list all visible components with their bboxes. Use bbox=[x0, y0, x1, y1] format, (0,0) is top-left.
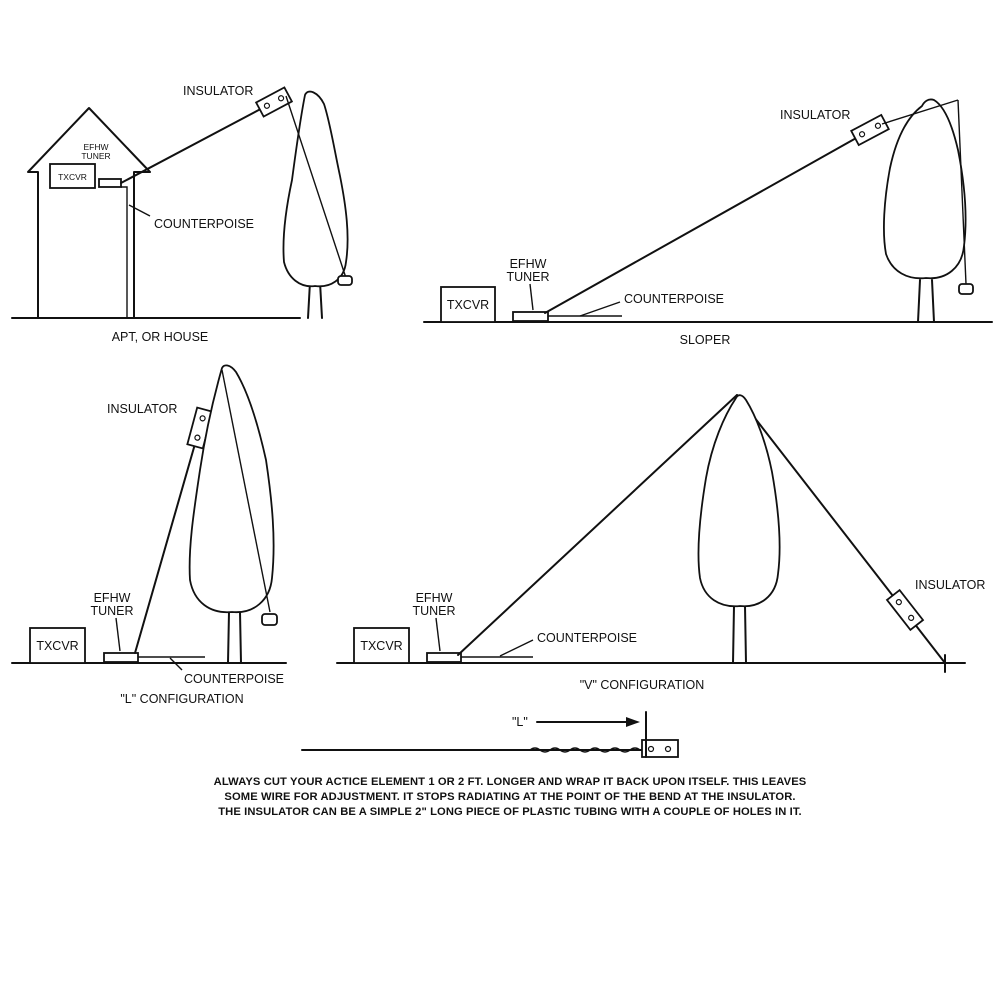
rope bbox=[285, 95, 347, 279]
efhw-tuner-label-1: EFHW bbox=[416, 591, 453, 605]
counterpoise-label: COUNTERPOISE bbox=[184, 672, 284, 686]
counterpoise-label: COUNTERPOISE bbox=[154, 217, 254, 231]
insulator-label: INSULATOR bbox=[107, 402, 177, 416]
tree-canopy bbox=[697, 394, 781, 608]
insulator-block bbox=[254, 86, 294, 118]
insulator-label: INSULATOR bbox=[183, 84, 253, 98]
txcvr-box bbox=[440, 286, 496, 323]
panel-l-configuration: TXCVR EFHW TUNER COUNTERPOISE INSULATOR … bbox=[11, 364, 287, 706]
efhw-tuner-box bbox=[103, 652, 139, 663]
efhw-leader bbox=[529, 283, 534, 311]
counterpoise-label: COUNTERPOISE bbox=[537, 631, 637, 645]
insulator-block bbox=[885, 588, 925, 632]
insulator-block bbox=[850, 113, 890, 147]
insulator-label: INSULATOR bbox=[780, 108, 850, 122]
caption-v-configuration: "V" CONFIGURATION bbox=[580, 678, 705, 692]
counterpoise-leader bbox=[579, 301, 621, 317]
txcvr-box bbox=[29, 627, 86, 664]
insulator-block bbox=[641, 739, 679, 758]
efhw-tuner-label-2: TUNER bbox=[412, 604, 455, 618]
caption-apt-house: APT, OR HOUSE bbox=[112, 330, 209, 344]
txcvr-label: TXCVR bbox=[36, 639, 78, 653]
tree-canopy bbox=[282, 90, 349, 288]
weight bbox=[261, 613, 278, 626]
txcvr-label: TXCVR bbox=[58, 172, 87, 182]
weight bbox=[958, 283, 974, 295]
antenna-wire bbox=[120, 103, 271, 184]
antenna-wire-left bbox=[457, 394, 738, 656]
panel-apt-or-house: TXCVR EFHW TUNER COUNTERPOISE INSULATOR … bbox=[11, 84, 353, 344]
tree-trunk bbox=[227, 611, 242, 664]
txcvr-box bbox=[353, 627, 410, 664]
txcvr-label: TXCVR bbox=[360, 639, 402, 653]
insulator-hole bbox=[647, 745, 655, 753]
note-line-3: THE INSULATOR CAN BE A SIMPLE 2" LONG PI… bbox=[218, 806, 802, 818]
efhw-tuner-box bbox=[512, 311, 549, 322]
efhw-tuner-label-1: EFHW bbox=[510, 257, 547, 271]
house-outline bbox=[27, 107, 151, 319]
tree-trunk bbox=[307, 281, 323, 319]
note-block: ALWAYS CUT YOUR ACTICE ELEMENT 1 OR 2 FT… bbox=[214, 776, 807, 818]
rope bbox=[881, 99, 959, 125]
panel-v-configuration: TXCVR EFHW TUNER COUNTERPOISE INSULATOR … bbox=[336, 394, 985, 692]
efhw-tuner-box bbox=[426, 652, 462, 663]
note-line-2: SOME WIRE FOR ADJUSTMENT. IT STOPS RADIA… bbox=[224, 791, 795, 803]
rope bbox=[221, 369, 271, 613]
counterpoise-wire bbox=[121, 186, 128, 318]
wrapped-wire bbox=[529, 747, 641, 753]
efhw-tuner-label-2: TUNER bbox=[506, 270, 549, 284]
l-marker-label: "L" bbox=[512, 715, 528, 729]
efhw-tuner-label-2: TUNER bbox=[81, 151, 110, 161]
tree-canopy bbox=[883, 98, 967, 280]
counterpoise-leader bbox=[499, 639, 534, 657]
txcvr-box bbox=[49, 163, 96, 189]
efhw-leader bbox=[435, 617, 441, 652]
counterpoise-leader bbox=[169, 657, 183, 671]
panel-sloper: TXCVR EFHW TUNER COUNTERPOISE INSULATOR … bbox=[423, 98, 993, 347]
insulator-wrap-detail: "L" bbox=[301, 711, 679, 758]
antenna-wire bbox=[544, 136, 859, 314]
counterpoise-label: COUNTERPOISE bbox=[624, 292, 724, 306]
txcvr-label: TXCVR bbox=[447, 298, 489, 312]
caption-l-configuration: "L" CONFIGURATION bbox=[120, 692, 243, 706]
efhw-tuner-box bbox=[98, 178, 122, 188]
efhw-tuner-label-1: EFHW bbox=[83, 142, 108, 152]
counterpoise-leader bbox=[128, 204, 151, 217]
efhw-leader bbox=[115, 617, 121, 652]
efhw-tuner-label-2: TUNER bbox=[90, 604, 133, 618]
caption-sloper: SLOPER bbox=[680, 333, 731, 347]
note-line-1: ALWAYS CUT YOUR ACTICE ELEMENT 1 OR 2 FT… bbox=[214, 776, 807, 788]
antenna-wire bbox=[134, 429, 200, 654]
insulator-label: INSULATOR bbox=[915, 578, 985, 592]
tree-canopy bbox=[188, 364, 275, 614]
weight bbox=[337, 275, 353, 286]
efhw-tuner-label-1: EFHW bbox=[94, 591, 131, 605]
rope-drop bbox=[957, 99, 967, 285]
tree-trunk bbox=[917, 279, 935, 323]
insulator-hole bbox=[664, 745, 672, 753]
tree-trunk bbox=[732, 605, 747, 664]
arrow-head bbox=[626, 717, 640, 727]
